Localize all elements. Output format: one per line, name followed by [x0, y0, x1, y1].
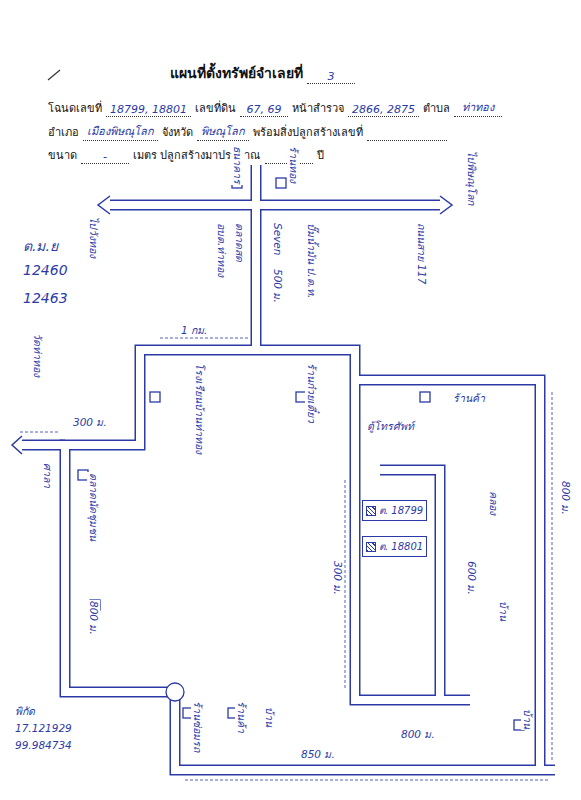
map-label: ธนาคาร [231, 145, 244, 185]
map-label: บ้าน [263, 706, 276, 728]
map-label: ร้านค้า [452, 392, 486, 405]
road-network [22, 165, 555, 770]
form-label: ขนาด [48, 146, 77, 164]
map-label: Seven [271, 222, 284, 256]
map-label: 12463 [22, 290, 69, 308]
map-label: 300 ม. [331, 560, 344, 596]
map-label: ศาลา [41, 462, 54, 489]
map-label: 800 ม. [87, 600, 100, 636]
dimension-line [552, 392, 553, 760]
dimension-line [345, 480, 346, 690]
filled-value: 18799, 18801 [106, 103, 191, 117]
map-label: พิกัด [14, 705, 36, 718]
road-surface [256, 350, 470, 700]
map-label: ตู้โทรศัพท์ [366, 420, 415, 433]
road-edge [256, 350, 470, 700]
map-label: บ้าน [497, 600, 510, 622]
form-label: จังหวัด [162, 123, 193, 141]
map-label: ร้านก๋วยเตี๋ยว [305, 362, 318, 424]
map-label: คลอง [487, 490, 500, 516]
roundabout [166, 683, 184, 701]
map-label: ปั๊มน้ำมัน ป.ต.ท. [305, 222, 318, 299]
parcel-box: ต. 18801 [362, 536, 427, 557]
map-label: 600 ม. [465, 560, 478, 596]
direction-arrow [12, 436, 22, 454]
filled-value: ท่าทอง [454, 98, 502, 117]
map-label: ตลาดสด [233, 222, 246, 263]
road-surface [110, 201, 440, 209]
map-label: 800 ม. [559, 480, 572, 516]
direction-arrow [440, 196, 452, 214]
map-label: 800 ม. [400, 728, 436, 741]
dimension-line [20, 432, 60, 433]
map-title: แผนที่ตั้งทรัพย์จำเลยที่ [170, 62, 303, 84]
map-label: 12460 [22, 262, 69, 280]
filled-value: พิษณุโลก [197, 122, 249, 141]
filled-value: - [81, 150, 129, 164]
form-label: หน้าสำรวจ [292, 99, 344, 117]
road-surface [355, 380, 540, 770]
map-label: โรงเรียนบ้านท่าทอง [193, 362, 206, 455]
road-edge [110, 200, 440, 211]
header-row: โฉนดเลขที่ 18799, 18801 เลขที่ดิน 67, 69 หน้… [48, 98, 502, 117]
map-label: 1 กม. [180, 324, 208, 337]
direction-arrow [98, 196, 110, 214]
map-label: 300 ม. [72, 416, 108, 429]
road-edge [65, 350, 555, 770]
map-label: ร้านซ่อมรถ [191, 700, 204, 753]
map-label: ถนนสาย 117 [415, 222, 428, 285]
building-mark [276, 178, 286, 188]
dimension-line [185, 780, 550, 781]
pen-mark [48, 70, 60, 80]
dimension-line [160, 338, 250, 339]
parcel-number: ต. 18801 [379, 539, 423, 554]
map-label: 99.984734 [14, 739, 73, 752]
filled-value: 2866, 2875 [348, 103, 419, 117]
form-label: เลขที่ดิน [195, 99, 236, 117]
road-edge [22, 440, 65, 451]
form-label: อำเภอ [48, 123, 79, 141]
parcel-hatch [366, 506, 376, 516]
filled-value: เมืองพิษณุโลก [83, 122, 158, 141]
map-label: ไปพิษณุโลก [465, 150, 478, 206]
map-label: บ้าน [521, 708, 534, 730]
building-mark [150, 392, 160, 402]
road-surface [22, 441, 65, 449]
map-label: 500 ม. [271, 268, 284, 304]
form-label: พร้อมสิ่งปลูกสร้างเลขที่ [253, 123, 363, 141]
filled-value: 3 [307, 70, 355, 84]
road-edge [355, 380, 540, 770]
map-label: ร้านค้า [235, 700, 248, 734]
blank-field [367, 128, 447, 141]
map-label: อบต.ท่าทอง [215, 222, 228, 278]
map-label: ร้านทอง [287, 145, 300, 184]
parcel-number: ต. 18799 [379, 503, 423, 518]
parcel-hatch [366, 542, 376, 552]
map-label: วัดท่าทอง [31, 332, 44, 378]
map-label: 850 ม. [300, 748, 336, 761]
map-label: 17.121929 [14, 722, 73, 735]
road-edge [251, 165, 262, 350]
header-row: ขนาด-เมตร ปลูกสร้างมาประมาณ-ปี [48, 146, 324, 164]
filled-value: 67, 69 [240, 103, 288, 117]
form-label: โฉนดเลขที่ [48, 99, 102, 117]
road-surface [65, 350, 555, 770]
header-row: แผนที่ตั้งทรัพย์จำเลยที่ 3 [170, 62, 355, 84]
map-label: ต.ม.ย [22, 238, 59, 256]
road-surface [252, 165, 260, 350]
form-label: ตำบล [423, 99, 450, 117]
building-mark [420, 392, 430, 402]
parcel-box: ต. 18799 [362, 500, 427, 521]
map-label: ตลาดนัดชุมชน [87, 472, 100, 542]
form-label: ปี [317, 146, 324, 164]
header-row: อำเภอเมืองพิษณุโลกจังหวัดพิษณุโลกพร้อมสิ… [48, 122, 447, 141]
map-label: ไปวังทอง [87, 216, 100, 259]
